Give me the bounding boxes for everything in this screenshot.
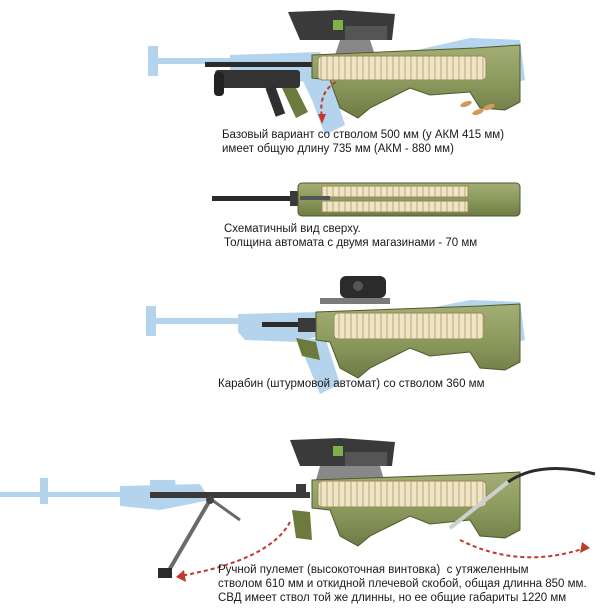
folding-shoulder-brace bbox=[507, 467, 596, 484]
carbine-illustration bbox=[146, 276, 525, 394]
caption-top-line2: Толщина автомата с двумя магазинами - 70… bbox=[224, 237, 478, 249]
grenade-launcher bbox=[215, 70, 300, 88]
top-view-illustration bbox=[212, 182, 521, 217]
brace-fold-arrow bbox=[459, 539, 586, 559]
lmg-barrel bbox=[150, 492, 310, 498]
lmg-magazine-window bbox=[317, 480, 487, 508]
caption-base-line1: Базовый вариант со стволом 500 мм (у АКМ… bbox=[222, 129, 505, 141]
caption-top-line1: Схематичный вид сверху. bbox=[224, 223, 361, 235]
caption-lmg-line1: Ручной пулемет (высокоточная винтовка) с… bbox=[218, 564, 529, 576]
top-view-barrel bbox=[212, 196, 292, 201]
bipod bbox=[158, 496, 241, 578]
barrel bbox=[205, 62, 315, 67]
base-variant-illustration bbox=[148, 10, 525, 135]
optic-sight bbox=[288, 10, 395, 55]
caption-carbine-line1: Карабин (штурмовой автомат) со стволом 3… bbox=[218, 378, 485, 390]
caption-top-view: Схематичный вид сверху. Толщина автомата… bbox=[224, 222, 477, 250]
magazine-window bbox=[317, 55, 487, 81]
lmg-optic bbox=[290, 438, 395, 480]
foregrip bbox=[282, 88, 308, 118]
caption-lmg-line2: стволом 610 мм и откидной плечевой скобо… bbox=[218, 578, 587, 590]
carbine-magazine-window bbox=[333, 312, 485, 340]
bipod-fold-arrow bbox=[179, 521, 291, 577]
top-view-magazine-right bbox=[321, 200, 469, 213]
ejected-cartridges bbox=[460, 100, 495, 116]
caption-base-variant: Базовый вариант со стволом 500 мм (у АКМ… bbox=[222, 128, 504, 156]
red-dot-sight bbox=[320, 276, 390, 304]
caption-lmg-line3: СВД имеет ствол той же длинны, но ее общ… bbox=[218, 592, 567, 604]
top-view-magazine-left bbox=[321, 185, 469, 198]
lmg-illustration bbox=[0, 438, 596, 582]
caption-lmg: Ручной пулемет (высокоточная винтовка) с… bbox=[218, 563, 587, 605]
magazine-load-arrow bbox=[320, 81, 337, 119]
caption-base-line2: имеет общую длину 735 мм (АКМ - 880 мм) bbox=[222, 143, 454, 155]
carbine-barrel bbox=[262, 322, 318, 327]
caption-carbine: Карабин (штурмовой автомат) со стволом 3… bbox=[218, 377, 484, 391]
